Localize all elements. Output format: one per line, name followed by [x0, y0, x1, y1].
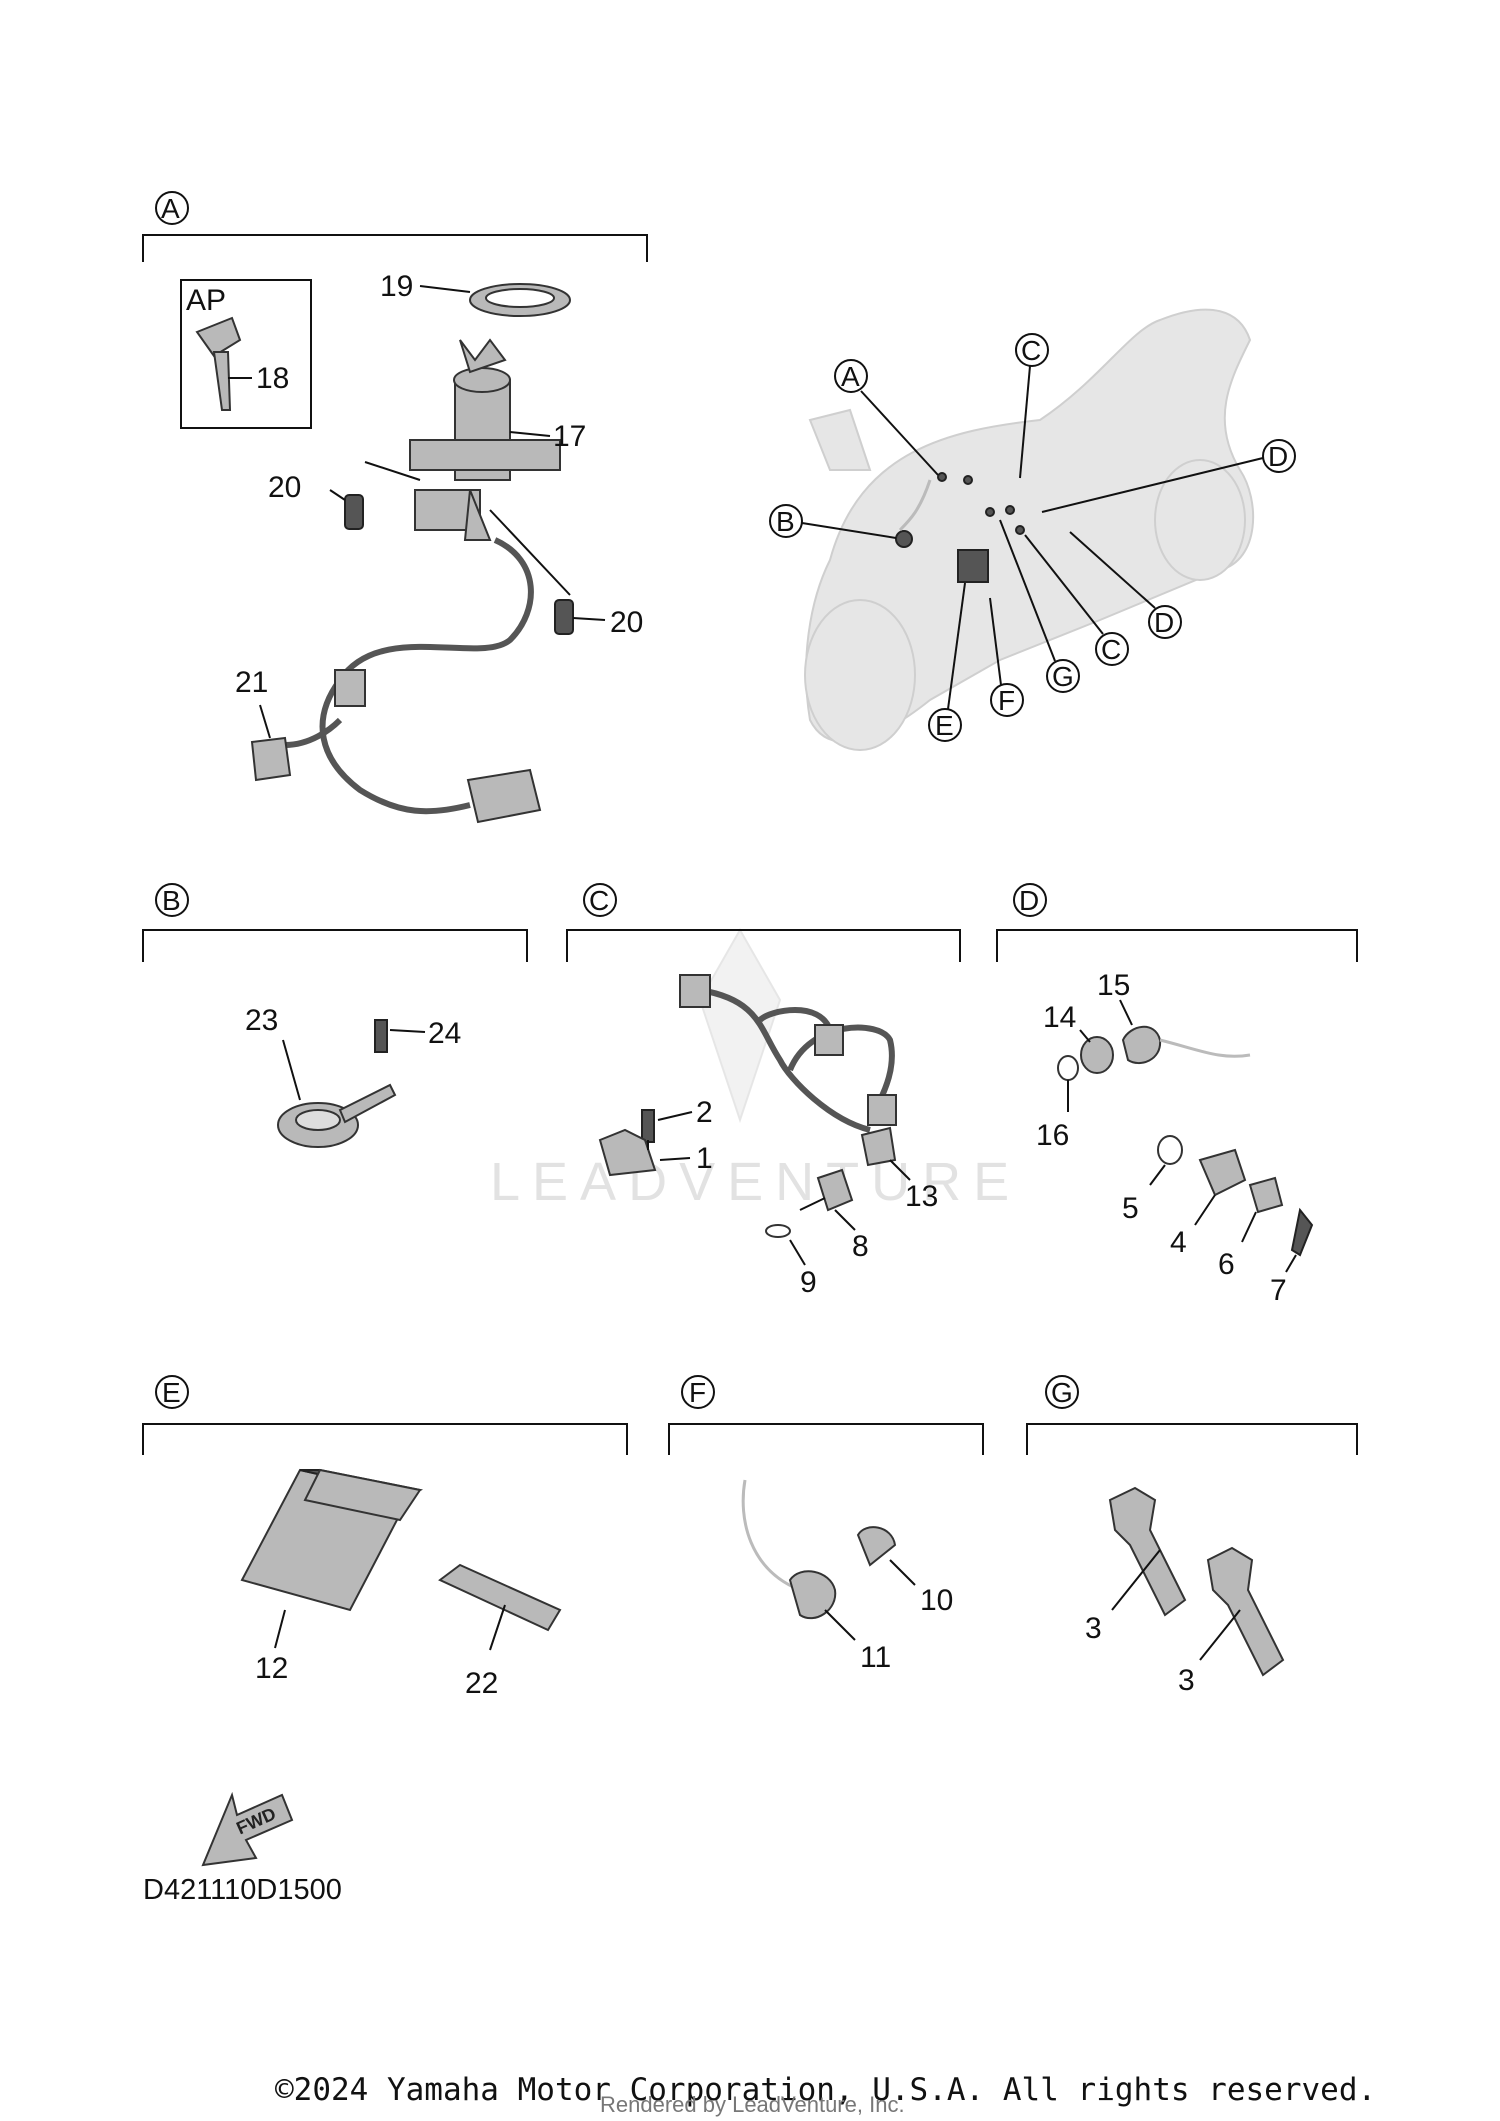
bolt-20-left [344, 494, 364, 530]
group-d: D 15 14 16 5 4 6 7 [996, 883, 1358, 1307]
part-7-label: 7 [1270, 1274, 1287, 1307]
part-12-label: 12 [255, 1652, 288, 1685]
key-head-shape [195, 316, 242, 358]
sensor-coupler-c1 [679, 974, 711, 1008]
part-22-label: 22 [465, 1667, 498, 1700]
sensor-coupler-c3 [867, 1094, 897, 1126]
lead-coupler [466, 768, 542, 824]
copyright-notice: ©2024 Yamaha Motor Corporation, U.S.A. A… [275, 2072, 1376, 2108]
part-13-label: 13 [905, 1180, 938, 1213]
drawing-code: D421110D1500 [143, 1874, 342, 1906]
part-4-label: 4 [1170, 1226, 1187, 1259]
part-15-label: 15 [1097, 969, 1130, 1002]
rendered-by: Rendered by LeadVenture, Inc. [600, 2092, 905, 2117]
part-20-right-label: 20 [610, 606, 643, 639]
part-17-label: 17 [553, 420, 586, 453]
part-10-label: 10 [920, 1584, 953, 1617]
part-24-label: 24 [428, 1017, 461, 1050]
fwd-arrow-icon [201, 1791, 294, 1867]
group-b: B 23 24 [142, 883, 528, 1148]
loc-c-top-label: C [1021, 335, 1041, 366]
bolt-7-shape [1290, 1207, 1314, 1257]
part-9-label: 9 [800, 1266, 817, 1299]
part-19-label: 19 [380, 270, 413, 303]
ap-label: AP [186, 284, 226, 317]
sensor-lead-13 [699, 987, 871, 1133]
part-20-left-label: 20 [268, 471, 301, 504]
bolt-24-shape [374, 1019, 388, 1053]
part-8-label: 8 [852, 1230, 869, 1263]
ignition-coil-3a-shape [1108, 1486, 1187, 1617]
part-21-label: 21 [235, 666, 268, 699]
part-14-label: 14 [1043, 1001, 1076, 1034]
fuse-22-shape [438, 1563, 562, 1632]
loc-b-label: B [776, 506, 795, 537]
group-e: E 12 22 [142, 1375, 628, 1700]
part-23-label: 23 [245, 1004, 278, 1037]
sensor-15-shape [1121, 1025, 1162, 1065]
group-d-label: D [1019, 885, 1039, 916]
fwd-arrow: FWD [201, 1791, 294, 1867]
motorcycle-location-view: A C B D D C G F E [769, 308, 1296, 751]
holder-21-shape [250, 736, 292, 782]
sensor-13-shape [860, 1126, 897, 1167]
group-e-label: E [162, 1377, 181, 1408]
part-18-label: 18 [256, 362, 289, 395]
part-1-label: 1 [696, 1142, 713, 1175]
part-5-label: 5 [1122, 1192, 1139, 1225]
sensor-11-shape [788, 1570, 837, 1620]
bolt-2-shape [641, 1109, 655, 1143]
loc-d-top-label: D [1268, 441, 1288, 472]
group-c-label: C [589, 885, 609, 916]
bracket-6-shape [1248, 1176, 1284, 1214]
watermark: LEADVENTURE [490, 927, 1021, 1212]
loc-a-label: A [841, 361, 860, 392]
loc-d-bottom-label: D [1154, 607, 1174, 638]
oring-9-shape [765, 1224, 791, 1238]
ap-kit-box [180, 279, 312, 429]
watermark-text: LEADVENTURE [490, 1152, 1021, 1212]
motorcycle-silhouette [805, 308, 1255, 743]
lead-clamp [334, 669, 366, 707]
main-switch-keys [459, 338, 507, 374]
part-3a-label: 3 [1085, 1612, 1102, 1645]
loc-e-label: E [935, 710, 954, 741]
group-g: G 3 3 [1026, 1375, 1358, 1697]
part-11-label: 11 [860, 1641, 891, 1674]
ecu-location-marker [957, 549, 989, 583]
bolt-20-right [554, 599, 574, 635]
sensor-coupler-c2 [814, 1024, 844, 1056]
group-a-label: A [161, 193, 180, 224]
oring-16-shape [1057, 1055, 1079, 1081]
sensor-4-shape [1198, 1148, 1247, 1197]
ignition-coil-3b-shape [1206, 1546, 1285, 1677]
part-6-label: 6 [1218, 1248, 1235, 1281]
key-blade-shape [212, 351, 232, 411]
loc-g-label: G [1052, 661, 1074, 692]
part-3b-label: 3 [1178, 1664, 1195, 1697]
group-c: C 13 2 1 8 9 [566, 883, 961, 1299]
part-16-label: 16 [1036, 1119, 1069, 1152]
sensor-1-shape [598, 1128, 657, 1177]
sensor-11-lead [741, 1479, 801, 1592]
oring-5-shape [1157, 1135, 1183, 1165]
sensor-8-shape [816, 1168, 854, 1212]
sensor-14-shape [1080, 1036, 1114, 1074]
loc-f-label: F [998, 685, 1015, 716]
loc-c-bottom-label: C [1101, 634, 1121, 665]
group-a: A AP 18 19 17 20 20 [142, 191, 648, 824]
group-b-label: B [162, 885, 181, 916]
group-g-label: G [1051, 1377, 1073, 1408]
group-f: F 11 10 [668, 1375, 984, 1674]
group-f-label: F [689, 1377, 706, 1408]
switch-10-shape [856, 1526, 897, 1567]
part-2-label: 2 [696, 1096, 713, 1129]
